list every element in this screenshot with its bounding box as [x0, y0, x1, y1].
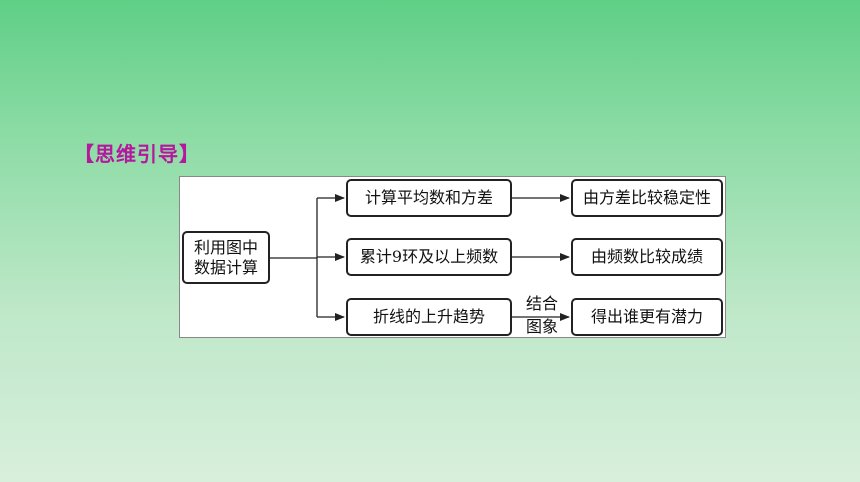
heading: 【思维引导】: [74, 142, 200, 166]
right-node-1: 由方差比较稳定性: [571, 179, 723, 217]
edge-label-line2: 图象: [525, 316, 558, 336]
source-node: 利用图中 数据计算: [182, 231, 270, 284]
middle-node-3: 折线的上升趋势: [346, 298, 512, 336]
edge-label-line1: 结合: [525, 294, 558, 313]
middle-node-2: 累计9环及以上频数: [346, 238, 512, 276]
connector-lines: [270, 194, 570, 321]
diagram-panel: 利用图中 数据计算 计算平均数和方差 累计9环及以上频数 折线的上升趋势 由方差…: [179, 176, 726, 338]
right-node-3: 得出谁更有潜力: [571, 298, 723, 336]
middle-node-1: 计算平均数和方差: [346, 179, 512, 217]
source-node-line1: 利用图中: [193, 237, 258, 257]
edge-label: 结合 图象: [517, 294, 567, 338]
right-node-2: 由频数比较成绩: [571, 238, 723, 276]
source-node-line2: 数据计算: [193, 257, 258, 277]
